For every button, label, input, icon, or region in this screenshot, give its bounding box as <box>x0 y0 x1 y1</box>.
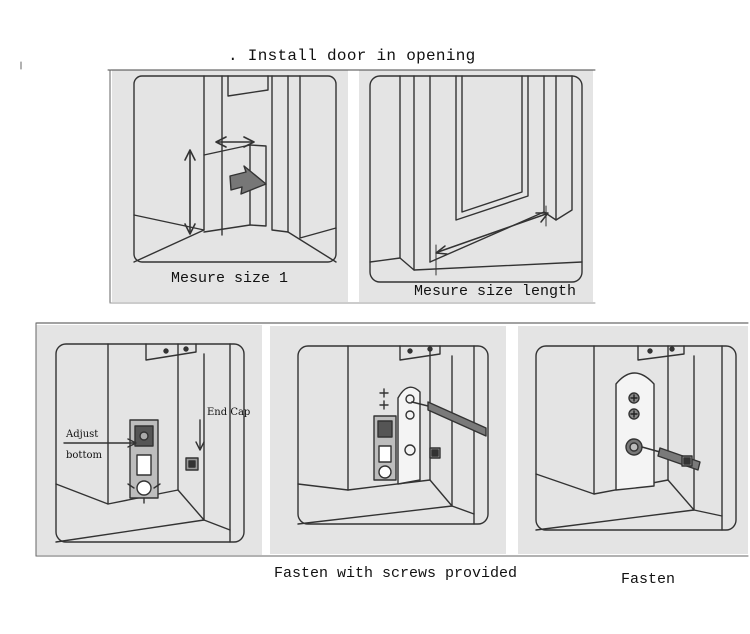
caption-fasten-with-screws: Fasten with screws provided <box>274 565 518 582</box>
label-adjust: Adjust <box>66 429 99 440</box>
panel-measure-size-1 <box>112 70 348 302</box>
measure-size-1-drawing <box>133 75 337 263</box>
adjust-bottom-drawing <box>55 343 245 543</box>
label-bottom: bottom <box>66 450 102 461</box>
caption-fasten: Fasten <box>621 571 676 588</box>
page-title: . Install door in opening <box>228 47 476 65</box>
measure-size-length-drawing <box>369 75 583 283</box>
caption-measure-size-1: Mesure size 1 <box>171 270 289 287</box>
fasten-drawing <box>535 345 737 531</box>
caption-measure-size-length: Mesure size length <box>414 283 577 300</box>
label-end-cap: End Cap <box>207 407 251 418</box>
fasten-screws-drawing <box>297 345 489 525</box>
